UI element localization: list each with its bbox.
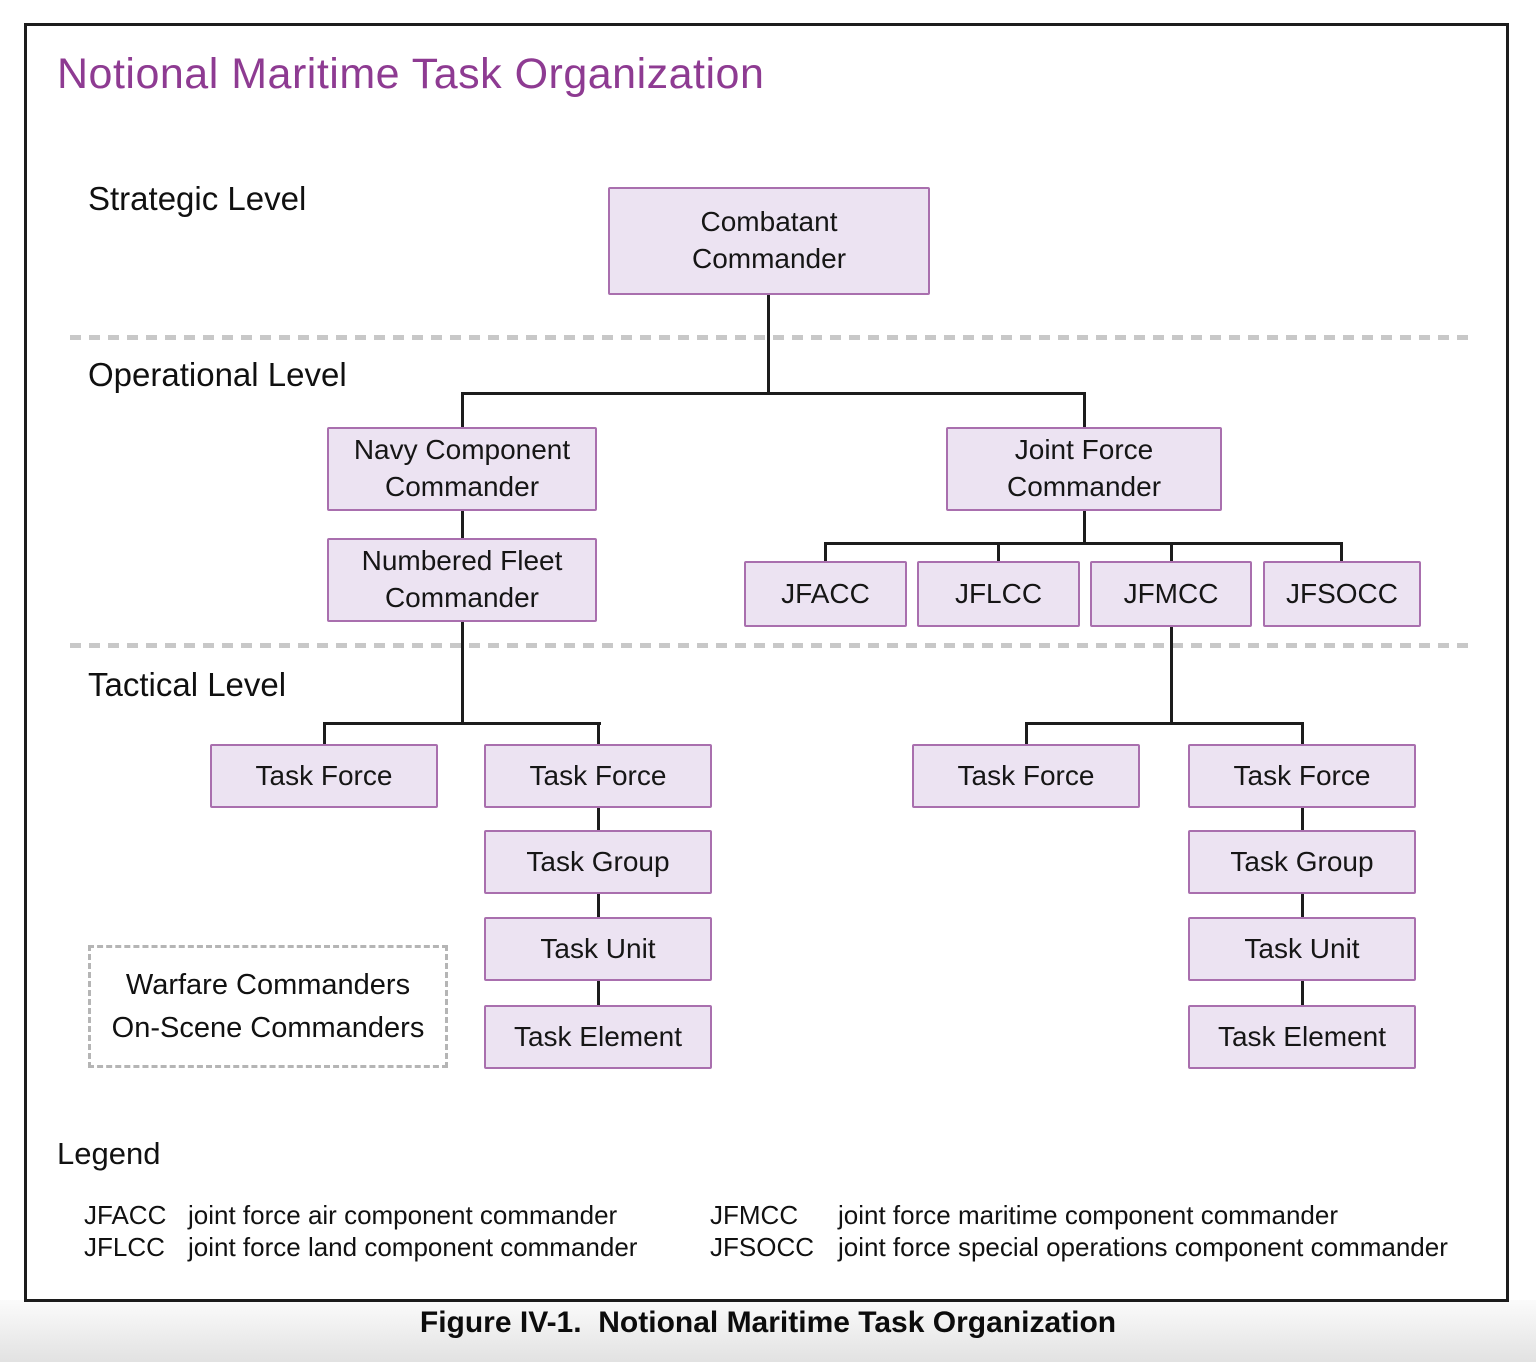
connector <box>1025 722 1304 725</box>
connector <box>597 722 600 744</box>
connector <box>323 722 326 744</box>
connector <box>461 511 464 538</box>
node-task-element: Task Element <box>484 1005 712 1069</box>
connector <box>824 542 827 561</box>
figure-caption: Figure IV-1. Notional Maritime Task Orga… <box>419 1306 1117 1339</box>
connector <box>1025 722 1028 744</box>
figure-title: Notional Maritime Task Organization <box>57 50 765 98</box>
node-jfacc: JFACC <box>744 561 907 627</box>
caption-band <box>0 1300 1536 1362</box>
node-jfsocc: JFSOCC <box>1263 561 1421 627</box>
legend-definition: joint force air component commander <box>188 1200 618 1230</box>
node-jflcc: JFLCC <box>917 561 1080 627</box>
legend-abbr: JFLCC <box>84 1232 165 1262</box>
connector <box>597 894 600 917</box>
legend-definition: joint force special operations component… <box>838 1232 1448 1262</box>
connector <box>1301 894 1304 917</box>
level-label-tactical: Tactical Level <box>88 666 287 703</box>
connector <box>824 542 1343 545</box>
legend-definition: joint force maritime component commander <box>838 1200 1338 1230</box>
connector <box>997 542 1000 561</box>
node-task-group: Task Group <box>484 830 712 894</box>
node-combatant-commander: Combatant Commander <box>608 187 930 295</box>
legend-definition: joint force land component commander <box>188 1232 638 1262</box>
node-task-element: Task Element <box>1188 1005 1416 1069</box>
connector <box>1170 627 1173 722</box>
node-task-unit: Task Unit <box>484 917 712 981</box>
node-jfmcc: JFMCC <box>1090 561 1252 627</box>
connector <box>597 808 600 830</box>
node-task-force: Task Force <box>484 744 712 808</box>
operational-tactical-divider <box>70 643 1472 648</box>
level-label-strategic: Strategic Level <box>88 180 307 217</box>
node-numbered-fleet-commander: Numbered Fleet Commander <box>327 538 597 622</box>
connector <box>1301 722 1304 744</box>
connector <box>1083 392 1086 427</box>
node-task-force: Task Force <box>210 744 438 808</box>
legend-abbr: JFSOCC <box>710 1232 814 1262</box>
connector <box>767 295 770 393</box>
connector <box>1301 981 1304 1005</box>
legend-title: Legend <box>57 1136 161 1171</box>
node-navy-component-commander: Navy Component Commander <box>327 427 597 511</box>
node-task-force: Task Force <box>1188 744 1416 808</box>
connector <box>597 981 600 1005</box>
connector <box>1301 808 1304 830</box>
strategic-operational-divider <box>70 335 1472 340</box>
connector <box>461 392 464 427</box>
node-joint-force-commander: Joint Force Commander <box>946 427 1222 511</box>
connector <box>1170 542 1173 561</box>
node-task-group: Task Group <box>1188 830 1416 894</box>
legend-abbr: JFACC <box>84 1200 167 1230</box>
level-label-operational: Operational Level <box>88 356 347 393</box>
connector <box>323 722 601 725</box>
node-task-unit: Task Unit <box>1188 917 1416 981</box>
connector <box>1083 511 1086 542</box>
node-task-force: Task Force <box>912 744 1140 808</box>
connector <box>1340 542 1343 561</box>
connector <box>461 622 464 722</box>
warfare-commanders-box: Warfare Commanders On-Scene Commanders <box>88 945 448 1068</box>
connector <box>461 392 1086 395</box>
legend-abbr: JFMCC <box>710 1200 799 1230</box>
